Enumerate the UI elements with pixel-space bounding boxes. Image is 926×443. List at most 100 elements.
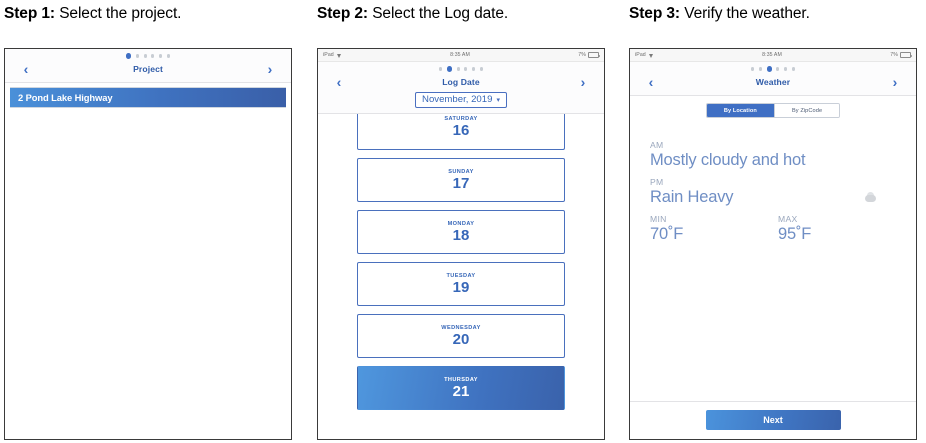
calendar-day-cell[interactable]: MONDAY 18 <box>357 210 565 254</box>
step-3-caption: Step 3: Verify the weather. <box>629 2 926 26</box>
navbar-row-project: ‹ Project › <box>5 60 291 77</box>
calendar-day-cell-selected[interactable]: THURSDAY 21 <box>357 366 565 410</box>
page-dot-6[interactable] <box>479 67 483 71</box>
forward-chevron-icon[interactable]: › <box>267 60 273 77</box>
battery-percent: 7% <box>890 52 898 58</box>
forward-chevron-icon[interactable]: › <box>892 73 898 90</box>
day-name: THURSDAY <box>444 376 478 383</box>
day-number: 17 <box>452 174 470 192</box>
page-dot-4[interactable] <box>776 67 780 71</box>
page-dot-5[interactable] <box>158 54 163 58</box>
page-dot-4[interactable] <box>151 54 155 58</box>
calendar-day-cell[interactable]: TUESDAY 19 <box>357 262 565 306</box>
page-dot-5[interactable] <box>783 67 788 71</box>
step-2-column: Step 2: Select the Log date. iPad 8:35 A… <box>317 0 617 443</box>
ios-status-bar: iPad 8:35 AM 7% <box>318 49 604 62</box>
page-dot-1[interactable] <box>439 67 443 71</box>
battery-icon <box>900 52 912 58</box>
status-bar-right: 7% <box>890 52 912 58</box>
navbar-row-weather: ‹ Weather › <box>630 73 916 90</box>
day-name: MONDAY <box>447 220 475 227</box>
weather-body: By Location By ZipCode AM Mostly cloudy … <box>630 96 916 439</box>
month-year-dropdown[interactable]: November, 2019 ▾ <box>415 92 507 108</box>
page-title: Log Date <box>442 76 480 87</box>
forward-chevron-icon[interactable]: › <box>580 73 586 90</box>
step-3-text: Verify the weather. <box>679 5 810 22</box>
calendar-body: SATURDAY 16 SUNDAY 17 MONDAY 18 TUESDAY … <box>318 114 604 439</box>
step-1-column: Step 1: Select the project. ‹ Project › <box>4 0 304 443</box>
day-number: 21 <box>452 382 470 400</box>
month-select-wrap: November, 2019 ▾ <box>318 92 604 108</box>
calendar-day-cell[interactable]: SUNDAY 17 <box>357 158 565 202</box>
max-value: 95˚F <box>778 225 812 243</box>
page-dot-3[interactable] <box>143 54 147 58</box>
status-bar-time: 8:35 AM <box>450 52 470 58</box>
page-dot-4[interactable] <box>464 67 468 71</box>
month-year-value: November, 2019 <box>422 94 493 105</box>
step-3-label: Step 3: <box>629 5 680 22</box>
device-screen-weather: iPad 8:35 AM 7% <box>629 48 917 440</box>
page-dot-6[interactable] <box>791 67 795 71</box>
page-dot-1[interactable] <box>126 53 132 59</box>
device-screen-log-date: iPad 8:35 AM 7% <box>317 48 605 440</box>
min-column: MIN 70˚F <box>650 214 778 251</box>
cloud-icon <box>863 192 878 203</box>
page-dot-2[interactable] <box>758 67 763 71</box>
chevron-down-icon: ▾ <box>496 96 500 104</box>
page-dot-2[interactable] <box>446 66 453 72</box>
calendar-day-cell[interactable]: WEDNESDAY 20 <box>357 314 565 358</box>
device-name: iPad <box>635 52 646 58</box>
page-dots-log-date <box>318 66 604 72</box>
battery-percent: 7% <box>578 52 586 58</box>
page-dot-3[interactable] <box>766 66 772 72</box>
segmented-control-wrap: By Location By ZipCode <box>630 96 916 118</box>
page-title: Weather <box>755 76 791 87</box>
wifi-icon <box>648 53 654 58</box>
pm-value: Rain Heavy <box>650 188 734 206</box>
day-number: 16 <box>452 122 470 139</box>
next-button-bar: Next <box>630 401 916 439</box>
page-dot-3[interactable] <box>456 67 460 71</box>
step-2-text: Select the Log date. <box>367 5 509 22</box>
next-button[interactable]: Next <box>705 410 841 430</box>
step-3-column: Step 3: Verify the weather. iPad 8:35 AM… <box>629 0 926 443</box>
page-dot-2[interactable] <box>135 54 140 58</box>
max-column: MAX 95˚F <box>778 214 906 251</box>
day-number: 19 <box>452 278 470 296</box>
back-chevron-icon[interactable]: ‹ <box>648 73 654 90</box>
project-list: 2 Pond Lake Highway <box>5 83 291 439</box>
project-list-item-selected[interactable]: 2 Pond Lake Highway <box>10 87 286 108</box>
step-2-label: Step 2: <box>317 5 368 22</box>
day-name: SATURDAY <box>444 116 478 122</box>
min-label: MIN <box>650 214 667 224</box>
page-dot-5[interactable] <box>471 67 476 71</box>
page-dot-1[interactable] <box>751 67 755 71</box>
tab-by-location[interactable]: By Location <box>706 104 774 117</box>
device-screen-project: ‹ Project › 2 Pond Lake Highway <box>4 48 292 440</box>
step-2-caption: Step 2: Select the Log date. <box>317 2 617 26</box>
am-value: Mostly cloudy and hot <box>650 151 806 169</box>
battery-icon <box>588 52 600 58</box>
page-dots-weather <box>630 66 916 72</box>
page-title: Project <box>133 63 163 74</box>
min-value: 70˚F <box>650 225 684 243</box>
tab-by-zipcode[interactable]: By ZipCode <box>773 104 840 117</box>
day-number: 18 <box>452 226 470 244</box>
back-chevron-icon[interactable]: ‹ <box>23 60 29 77</box>
calendar-day-list[interactable]: SATURDAY 16 SUNDAY 17 MONDAY 18 TUESDAY … <box>318 114 604 439</box>
navbar-log-date: ‹ Log Date › November, 2019 ▾ <box>318 62 604 114</box>
page-dot-6[interactable] <box>166 54 170 58</box>
min-max-row: MIN 70˚F MAX 95˚F <box>650 214 916 251</box>
step-1-text: Select the project. <box>54 5 182 22</box>
page-dots-project <box>5 53 291 59</box>
status-bar-left: iPad <box>635 52 654 58</box>
calendar-day-cell[interactable]: SATURDAY 16 <box>357 114 565 150</box>
navbar-row-log-date: ‹ Log Date › <box>318 73 604 90</box>
pm-label: PM <box>650 177 664 187</box>
day-name: SUNDAY <box>448 168 474 175</box>
ios-status-bar: iPad 8:35 AM 7% <box>630 49 916 62</box>
segmented-control[interactable]: By Location By ZipCode <box>705 103 841 118</box>
back-chevron-icon[interactable]: ‹ <box>336 73 342 90</box>
device-name: iPad <box>323 52 334 58</box>
